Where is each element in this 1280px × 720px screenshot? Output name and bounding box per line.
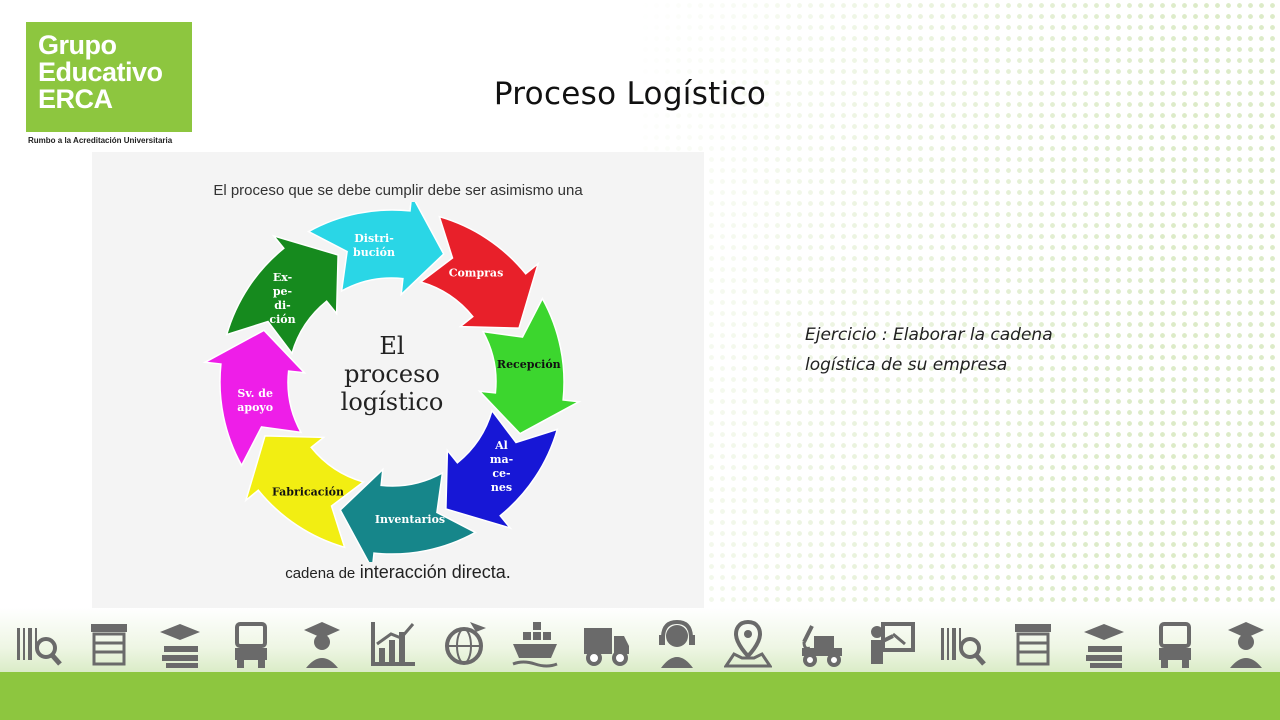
cycle-step-label: Ex-pe-di-ción: [269, 271, 295, 326]
tow-truck-icon: [796, 618, 844, 670]
cycle-step-arrow: [477, 297, 582, 435]
cycle-step-label: Fabricación: [272, 486, 344, 499]
logo: Grupo Educativo ERCA: [26, 22, 192, 132]
cycle-step-label: Distri-bución: [353, 232, 395, 259]
figure-bottom-small: cadena de: [285, 565, 356, 582]
slide-title: Proceso Logístico: [493, 76, 767, 112]
support-agent-icon: [653, 618, 701, 670]
exercise-text: Ejercicio : Elaborar la cadena logística…: [805, 325, 1053, 375]
graduation-books-icon: [1080, 618, 1128, 670]
barcode-search-icon: [938, 618, 986, 670]
cycle-step-label: Recepción: [497, 358, 561, 371]
cycle-step-arrow: [225, 234, 339, 355]
map-location-icon: [723, 618, 774, 670]
cycle-step-label: Compras: [449, 267, 504, 280]
logo-line: Grupo: [38, 30, 117, 60]
growth-chart-icon: [369, 618, 417, 670]
logistics-icon-row: [14, 612, 1270, 670]
delivery-truck-icon: [582, 618, 630, 670]
logo-line: ERCA: [38, 84, 113, 114]
graduation-books-icon: [156, 618, 204, 670]
dotted-background: [640, 0, 1280, 620]
icon-strip-background: [0, 608, 1280, 674]
cycle-step-label: Inventarios: [375, 513, 445, 526]
cycle-step-arrow: [419, 215, 540, 329]
barcode-search-icon: [14, 618, 62, 670]
figure-top-text: El proceso que se debe cumplir debe ser …: [213, 182, 583, 199]
footer-bar: [0, 672, 1280, 720]
truck-front-icon: [1151, 618, 1199, 670]
truck-front-icon: [227, 618, 275, 670]
graduate-icon: [1222, 618, 1270, 670]
logo-line: Educativo: [38, 57, 163, 87]
cycle-step-arrow: [244, 435, 365, 549]
cycle-step-arrow: [202, 329, 307, 467]
cycle-step-arrow: [445, 409, 559, 530]
figure-bottom-text: cadena de interacción directa.: [92, 562, 704, 583]
graduate-icon: [298, 618, 346, 670]
teacher-board-icon: [867, 618, 915, 670]
storage-icon: [85, 618, 133, 670]
cargo-ship-icon: [511, 618, 559, 670]
cycle-step-arrow: [307, 202, 445, 297]
figure-bottom-big: interacción directa.: [359, 562, 511, 582]
storage-icon: [1009, 618, 1057, 670]
cycle-step-arrow: [339, 467, 477, 562]
logistics-process-figure: El proceso que se debe cumplir debe ser …: [92, 152, 704, 612]
logo-tagline: Rumbo a la Acreditación Universitaria: [28, 136, 173, 145]
globe-plane-icon: [440, 618, 488, 670]
